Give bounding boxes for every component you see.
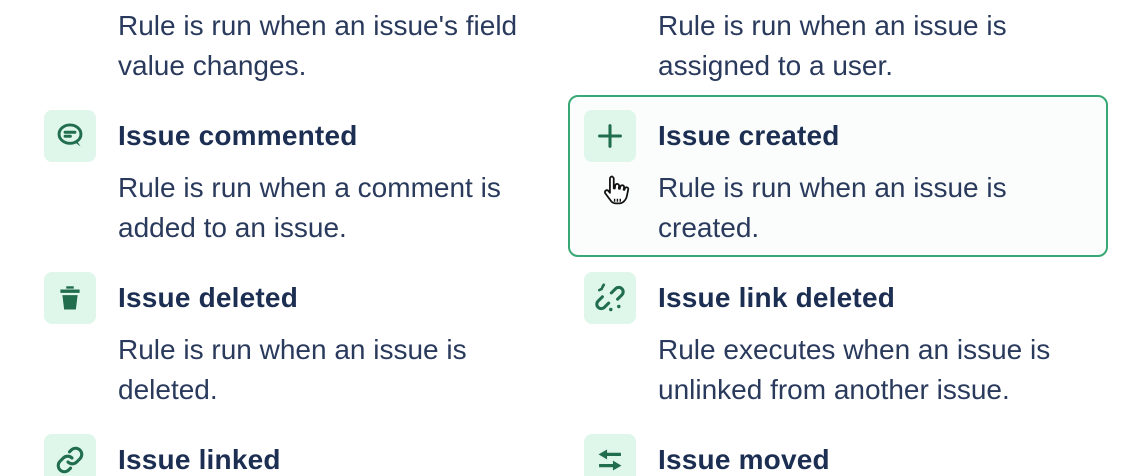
- trigger-title: Issue link deleted: [658, 282, 896, 313]
- icon-tile: [44, 434, 96, 476]
- trigger-card-issue-commented[interactable]: Issue commented Rule is run when a comme…: [28, 95, 568, 257]
- icon-tile: [44, 272, 96, 324]
- card-header: Issue created: [584, 110, 1092, 162]
- plus-icon: [598, 124, 622, 148]
- icon-tile: [584, 434, 636, 476]
- icon-tile: [584, 110, 636, 162]
- comment-icon: [57, 123, 83, 147]
- trigger-title: Issue moved: [658, 444, 830, 475]
- trigger-description: Rule executes when an issue is unlinked …: [658, 334, 1051, 405]
- icon-tile: [584, 272, 636, 324]
- link-icon: [56, 446, 84, 474]
- trigger-description: Rule is run when a comment is added to a…: [118, 172, 501, 243]
- trigger-description: Rule is run when an issue is deleted.: [118, 334, 467, 405]
- trash-icon: [60, 286, 80, 310]
- trigger-description: Rule is run when an issue is assigned to…: [658, 10, 1007, 81]
- trigger-title: Issue linked: [118, 444, 281, 475]
- trigger-card-field-value-changed[interactable]: Rule is run when an issue's field value …: [28, 0, 568, 95]
- trigger-card-issue-assigned[interactable]: Rule is run when an issue is assigned to…: [568, 0, 1108, 95]
- trigger-description: Rule is run when an issue's field value …: [118, 10, 518, 81]
- trigger-card-issue-linked[interactable]: Issue linked: [28, 419, 568, 476]
- trigger-card-issue-created[interactable]: Issue created Rule is run when an issue …: [568, 95, 1108, 257]
- trigger-grid: Rule is run when an issue's field value …: [28, 0, 1108, 476]
- card-header: Issue commented: [44, 110, 552, 162]
- card-header: Issue deleted: [44, 272, 552, 324]
- trigger-card-issue-deleted[interactable]: Issue deleted Rule is run when an issue …: [28, 257, 568, 419]
- trigger-card-issue-link-deleted[interactable]: Issue link deleted Rule executes when an…: [568, 257, 1108, 419]
- broken-link-icon: [595, 283, 625, 312]
- card-header: Issue link deleted: [584, 272, 1092, 324]
- trigger-description: Rule is run when an issue is created.: [658, 172, 1007, 243]
- card-header: Issue moved: [584, 434, 1092, 476]
- trigger-title: Issue deleted: [118, 282, 299, 313]
- trigger-title: Issue created: [658, 120, 840, 151]
- swap-arrows-icon: [598, 449, 622, 471]
- trigger-title: Issue commented: [118, 120, 358, 151]
- trigger-card-issue-moved[interactable]: Issue moved: [568, 419, 1108, 476]
- icon-tile: [44, 110, 96, 162]
- card-header: Issue linked: [44, 434, 552, 476]
